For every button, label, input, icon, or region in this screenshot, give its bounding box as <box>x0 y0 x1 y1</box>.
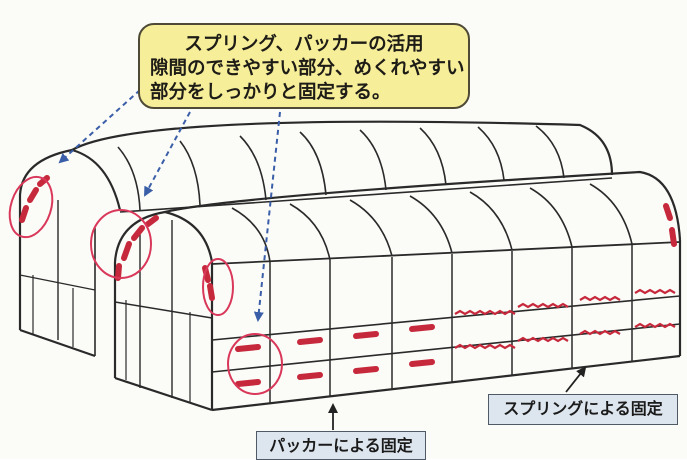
callout-arrows <box>58 89 281 322</box>
spring-marks <box>454 288 676 350</box>
label-arrows <box>328 366 587 430</box>
callout-line-2: 隙間のできやすい部分、めくれやすい <box>150 58 465 79</box>
packer-fixing-label: パッカーによる固定 <box>256 431 426 460</box>
callout-line-1: スプリング、パッカーの活用 <box>184 34 424 55</box>
spring-fixing-label: スプリングによる固定 <box>488 394 678 425</box>
highlight-circles <box>8 175 283 395</box>
front-greenhouse <box>113 170 682 412</box>
callout-line-3: 部分をしっかりと固定する。 <box>150 82 391 103</box>
callout-box: スプリング、パッカーの活用 隙間のできやすい部分、めくれやすい 部分をしっかりと… <box>138 23 470 109</box>
back-greenhouse <box>18 120 614 358</box>
